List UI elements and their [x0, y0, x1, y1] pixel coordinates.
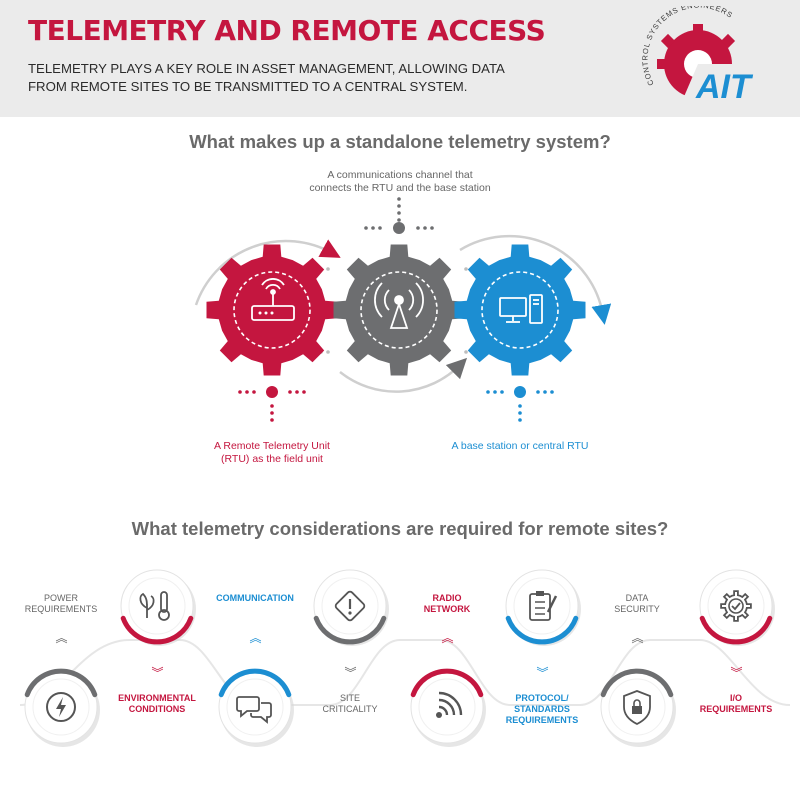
gear-check-icon: [720, 590, 752, 622]
label-environmental-line2: CONDITIONS: [128, 704, 186, 714]
chevron-down-icon: ︾: [344, 666, 356, 680]
label-protocol-line1: PROTOCOL/: [515, 693, 569, 703]
gears-diagram: [194, 197, 612, 422]
page-title: TELEMETRY AND REMOTE ACCESS: [28, 14, 546, 47]
label-environmental: ENVIRONMENTAL CONDITIONS: [118, 693, 196, 715]
warning-icon: [334, 590, 366, 622]
label-data-line1: DATA: [625, 593, 649, 603]
label-io: I/O REQUIREMENTS: [700, 693, 773, 715]
label-environmental-line1: ENVIRONMENTAL: [118, 693, 196, 703]
channel-gear: [333, 244, 465, 376]
label-protocol-line2: STANDARDS: [514, 704, 570, 714]
wifi-signal-icon: [436, 691, 463, 718]
rtu-connector: [238, 386, 306, 422]
label-radio-network: RADIO NETWORK: [424, 593, 471, 615]
chevron-up-icon: ︽: [441, 631, 453, 645]
consideration-6: [505, 569, 581, 646]
chevron-up-icon: ︽: [55, 631, 67, 645]
section2-title: What telemetry considerations are requir…: [131, 518, 669, 539]
logo-text: AIT: [695, 68, 754, 106]
label-radio-line1: RADIO: [432, 593, 462, 603]
consideration-2: [120, 569, 196, 646]
antenna-icon: [374, 282, 424, 329]
rtu-gear-inner-ring: [233, 271, 311, 349]
label-site-line1: SITE: [339, 693, 361, 703]
chevron-up-icon: ︽: [249, 631, 261, 645]
label-io-line2: REQUIREMENTS: [699, 704, 773, 714]
label-power: POWER REQUIREMENTS: [25, 593, 98, 615]
chat-bubbles-icon: [236, 696, 272, 724]
channel-gear-inner-ring: [360, 271, 438, 349]
label-io-line1: I/O: [729, 693, 743, 703]
base-gear-inner-ring: [481, 271, 559, 349]
consideration-1: [24, 668, 100, 747]
label-site-line2: CRITICALITY: [322, 704, 378, 714]
chevron-up-icon: ︽: [631, 631, 643, 645]
clipboard-icon: [529, 591, 558, 621]
header-banner: TELEMETRY AND REMOTE ACCESS TELEMETRY PL…: [0, 0, 800, 117]
chevron-down-icon: ︾: [151, 666, 163, 680]
rtu-caption-line1: A Remote Telemetry Unit: [214, 440, 330, 452]
rtu-gear: [206, 244, 338, 376]
label-data-line2: SECURITY: [614, 604, 660, 614]
label-communication: COMMUNICATION: [216, 593, 294, 604]
consideration-8: [699, 569, 775, 646]
lightning-icon: [46, 692, 76, 722]
computer-icon: [499, 294, 543, 324]
channel-curve-arrow: [339, 357, 468, 393]
label-site-criticality: SITE CRITICALITY: [322, 693, 377, 715]
base-connector: [486, 386, 554, 422]
section1-title: What makes up a standalone telemetry sys…: [189, 131, 611, 152]
considerations-path: [19, 639, 791, 706]
ait-logo: CONTROL SYSTEMS ENGINEERS AIT: [640, 6, 760, 106]
base-gear: [454, 244, 586, 376]
rtu-curve-arrow: [194, 239, 341, 306]
page-subtitle: TELEMETRY PLAYS A KEY ROLE IN ASSET MANA…: [28, 61, 505, 94]
channel-caption-line2: connects the RTU and the base station: [309, 182, 491, 194]
label-data-security: DATA SECURITY: [614, 593, 660, 615]
consideration-7: [600, 668, 676, 747]
channel-caption-line1: A communications channel that: [327, 169, 473, 181]
label-protocol-line3: REQUIREMENTS: [505, 715, 579, 725]
chevron-down-icon: ︾: [536, 666, 548, 680]
consideration-4: [313, 569, 389, 646]
label-radio-line2: NETWORK: [423, 604, 471, 614]
label-communication-line1: COMMUNICATION: [216, 593, 294, 603]
chevron-down-icon: ︾: [730, 666, 742, 680]
consideration-3: [218, 668, 294, 747]
base-caption: A base station or central RTU: [451, 440, 589, 452]
channel-caption: A communications channel that connects t…: [300, 169, 500, 195]
rtu-caption-line2: (RTU) as the field unit: [221, 453, 323, 465]
label-power-line2: REQUIREMENTS: [24, 604, 98, 614]
plant-thermometer-icon: [139, 591, 170, 621]
channel-connector: [364, 197, 434, 234]
label-power-line1: POWER: [43, 593, 79, 603]
base-curve-arrow: [459, 234, 612, 325]
consideration-5: [410, 668, 486, 747]
label-protocol: PROTOCOL/ STANDARDS REQUIREMENTS: [506, 693, 579, 726]
rtu-caption: A Remote Telemetry Unit (RTU) as the fie…: [172, 440, 372, 466]
router-icon: [251, 278, 295, 321]
shield-lock-icon: [623, 690, 651, 726]
